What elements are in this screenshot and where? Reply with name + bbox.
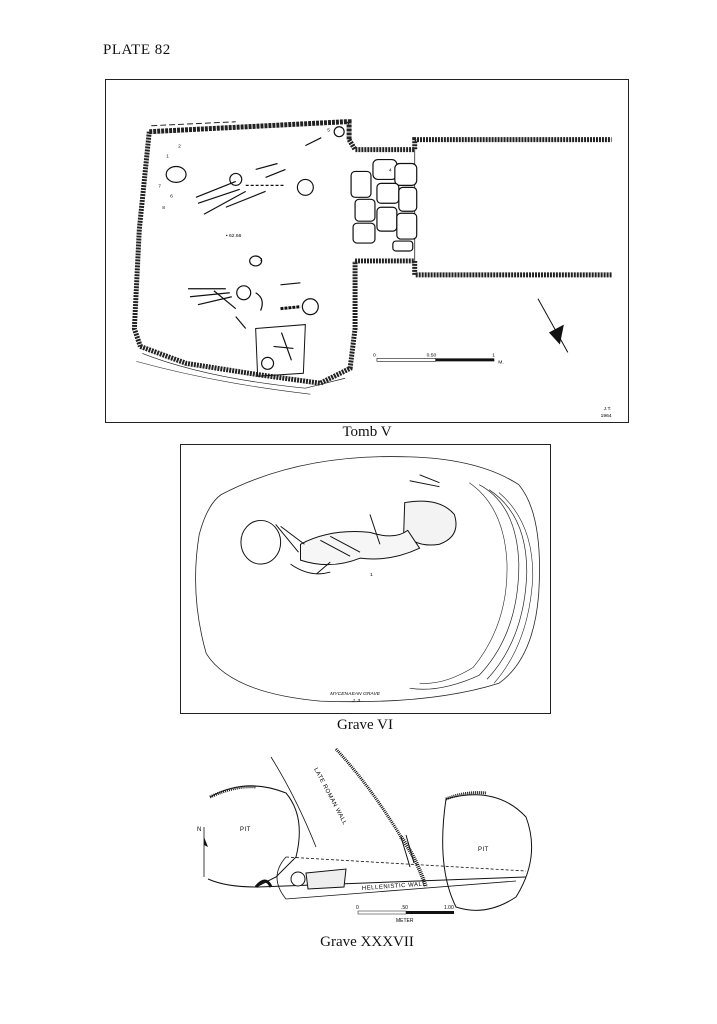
pit-right-label: PIT xyxy=(478,847,489,853)
grave-vi-figure: 1 MYCENAEAN GRAVE J. 3 xyxy=(180,444,551,714)
north-arrow-icon: N xyxy=(197,827,208,877)
scale-label: 0 xyxy=(373,352,376,358)
scale-label: 1.00 xyxy=(444,905,454,911)
signature-initials: J.T. xyxy=(604,406,612,412)
tomb-v-elevation: • 62.66 xyxy=(226,233,242,239)
find-number: 8 xyxy=(162,205,165,211)
find-number: 1 xyxy=(166,154,169,160)
grave-xxxvii-scale-bar: 0 .50 1.00 METER xyxy=(356,905,454,924)
grave-xxxvii-figure: N PIT PIT LATE ROMAN WALL HELLENISTIC WA… xyxy=(196,747,546,929)
grave-vi-drawing-label: MYCENAEAN GRAVE xyxy=(330,691,381,697)
find-number: 1 xyxy=(370,572,373,578)
tomb-v-skeletons xyxy=(165,126,345,329)
grave-xxxvii-plan: N PIT PIT LATE ROMAN WALL HELLENISTIC WA… xyxy=(197,747,533,924)
find-number: 2 xyxy=(178,144,181,150)
signature-year: 1964 xyxy=(601,413,612,419)
scale-label: 0.50 xyxy=(427,352,437,358)
hellenistic-wall-label: HELLENISTIC WALL xyxy=(362,882,427,892)
scale-label: 0 xyxy=(356,905,359,911)
grave-xxxvii-right-pit xyxy=(442,791,533,911)
tomb-v-blocking-stones xyxy=(350,158,418,252)
find-number: 7 xyxy=(158,183,161,189)
late-roman-wall xyxy=(270,747,428,888)
grave-vi-remains xyxy=(240,474,457,575)
grave-vi-caption: Grave VI xyxy=(337,717,393,733)
scale-label: .50 xyxy=(401,905,408,911)
scale-label: M. xyxy=(498,359,504,365)
scale-label: 1 xyxy=(492,352,495,358)
grave-xxxvii-caption: Grave XXXVII xyxy=(320,934,414,950)
find-number: 4 xyxy=(389,167,392,173)
grave-vi-outline xyxy=(195,456,540,703)
north-label: N xyxy=(197,827,202,833)
tomb-v-scale-bar: 0 0.50 1 M. xyxy=(373,352,504,365)
tomb-v-caption: Tomb V xyxy=(342,424,392,440)
pit-left-label: PIT xyxy=(240,827,251,833)
tomb-v-walls xyxy=(131,119,612,395)
tomb-v-figure: 5 2 3 8 7 1 4 6 • 62.66 0 0.50 1 M. J.T.… xyxy=(105,79,629,423)
tomb-v-slab xyxy=(255,324,306,377)
grave-xxxvii-cut xyxy=(257,856,527,900)
tomb-v-plan: 5 2 3 8 7 1 4 6 • 62.66 0 0.50 1 M. J.T.… xyxy=(131,119,612,419)
plate-title: PLATE 82 xyxy=(103,42,171,58)
find-number: 6 xyxy=(170,193,173,199)
tomb-v-find-numbers: 5 2 3 8 7 1 4 6 xyxy=(158,128,392,263)
late-roman-wall-label: LATE ROMAN WALL xyxy=(312,767,347,826)
find-number: 3 xyxy=(260,257,263,263)
scale-label: METER xyxy=(396,918,414,924)
grave-xxxvii-skeleton xyxy=(290,834,415,890)
grave-vi-plan: 1 MYCENAEAN GRAVE J. 3 xyxy=(195,456,540,704)
find-number: 5 xyxy=(327,128,330,134)
grave-vi-drawing-sublabel: J. 3 xyxy=(351,698,360,704)
north-arrow-icon xyxy=(537,298,569,353)
grave-xxxvii-left-pit xyxy=(207,785,300,888)
